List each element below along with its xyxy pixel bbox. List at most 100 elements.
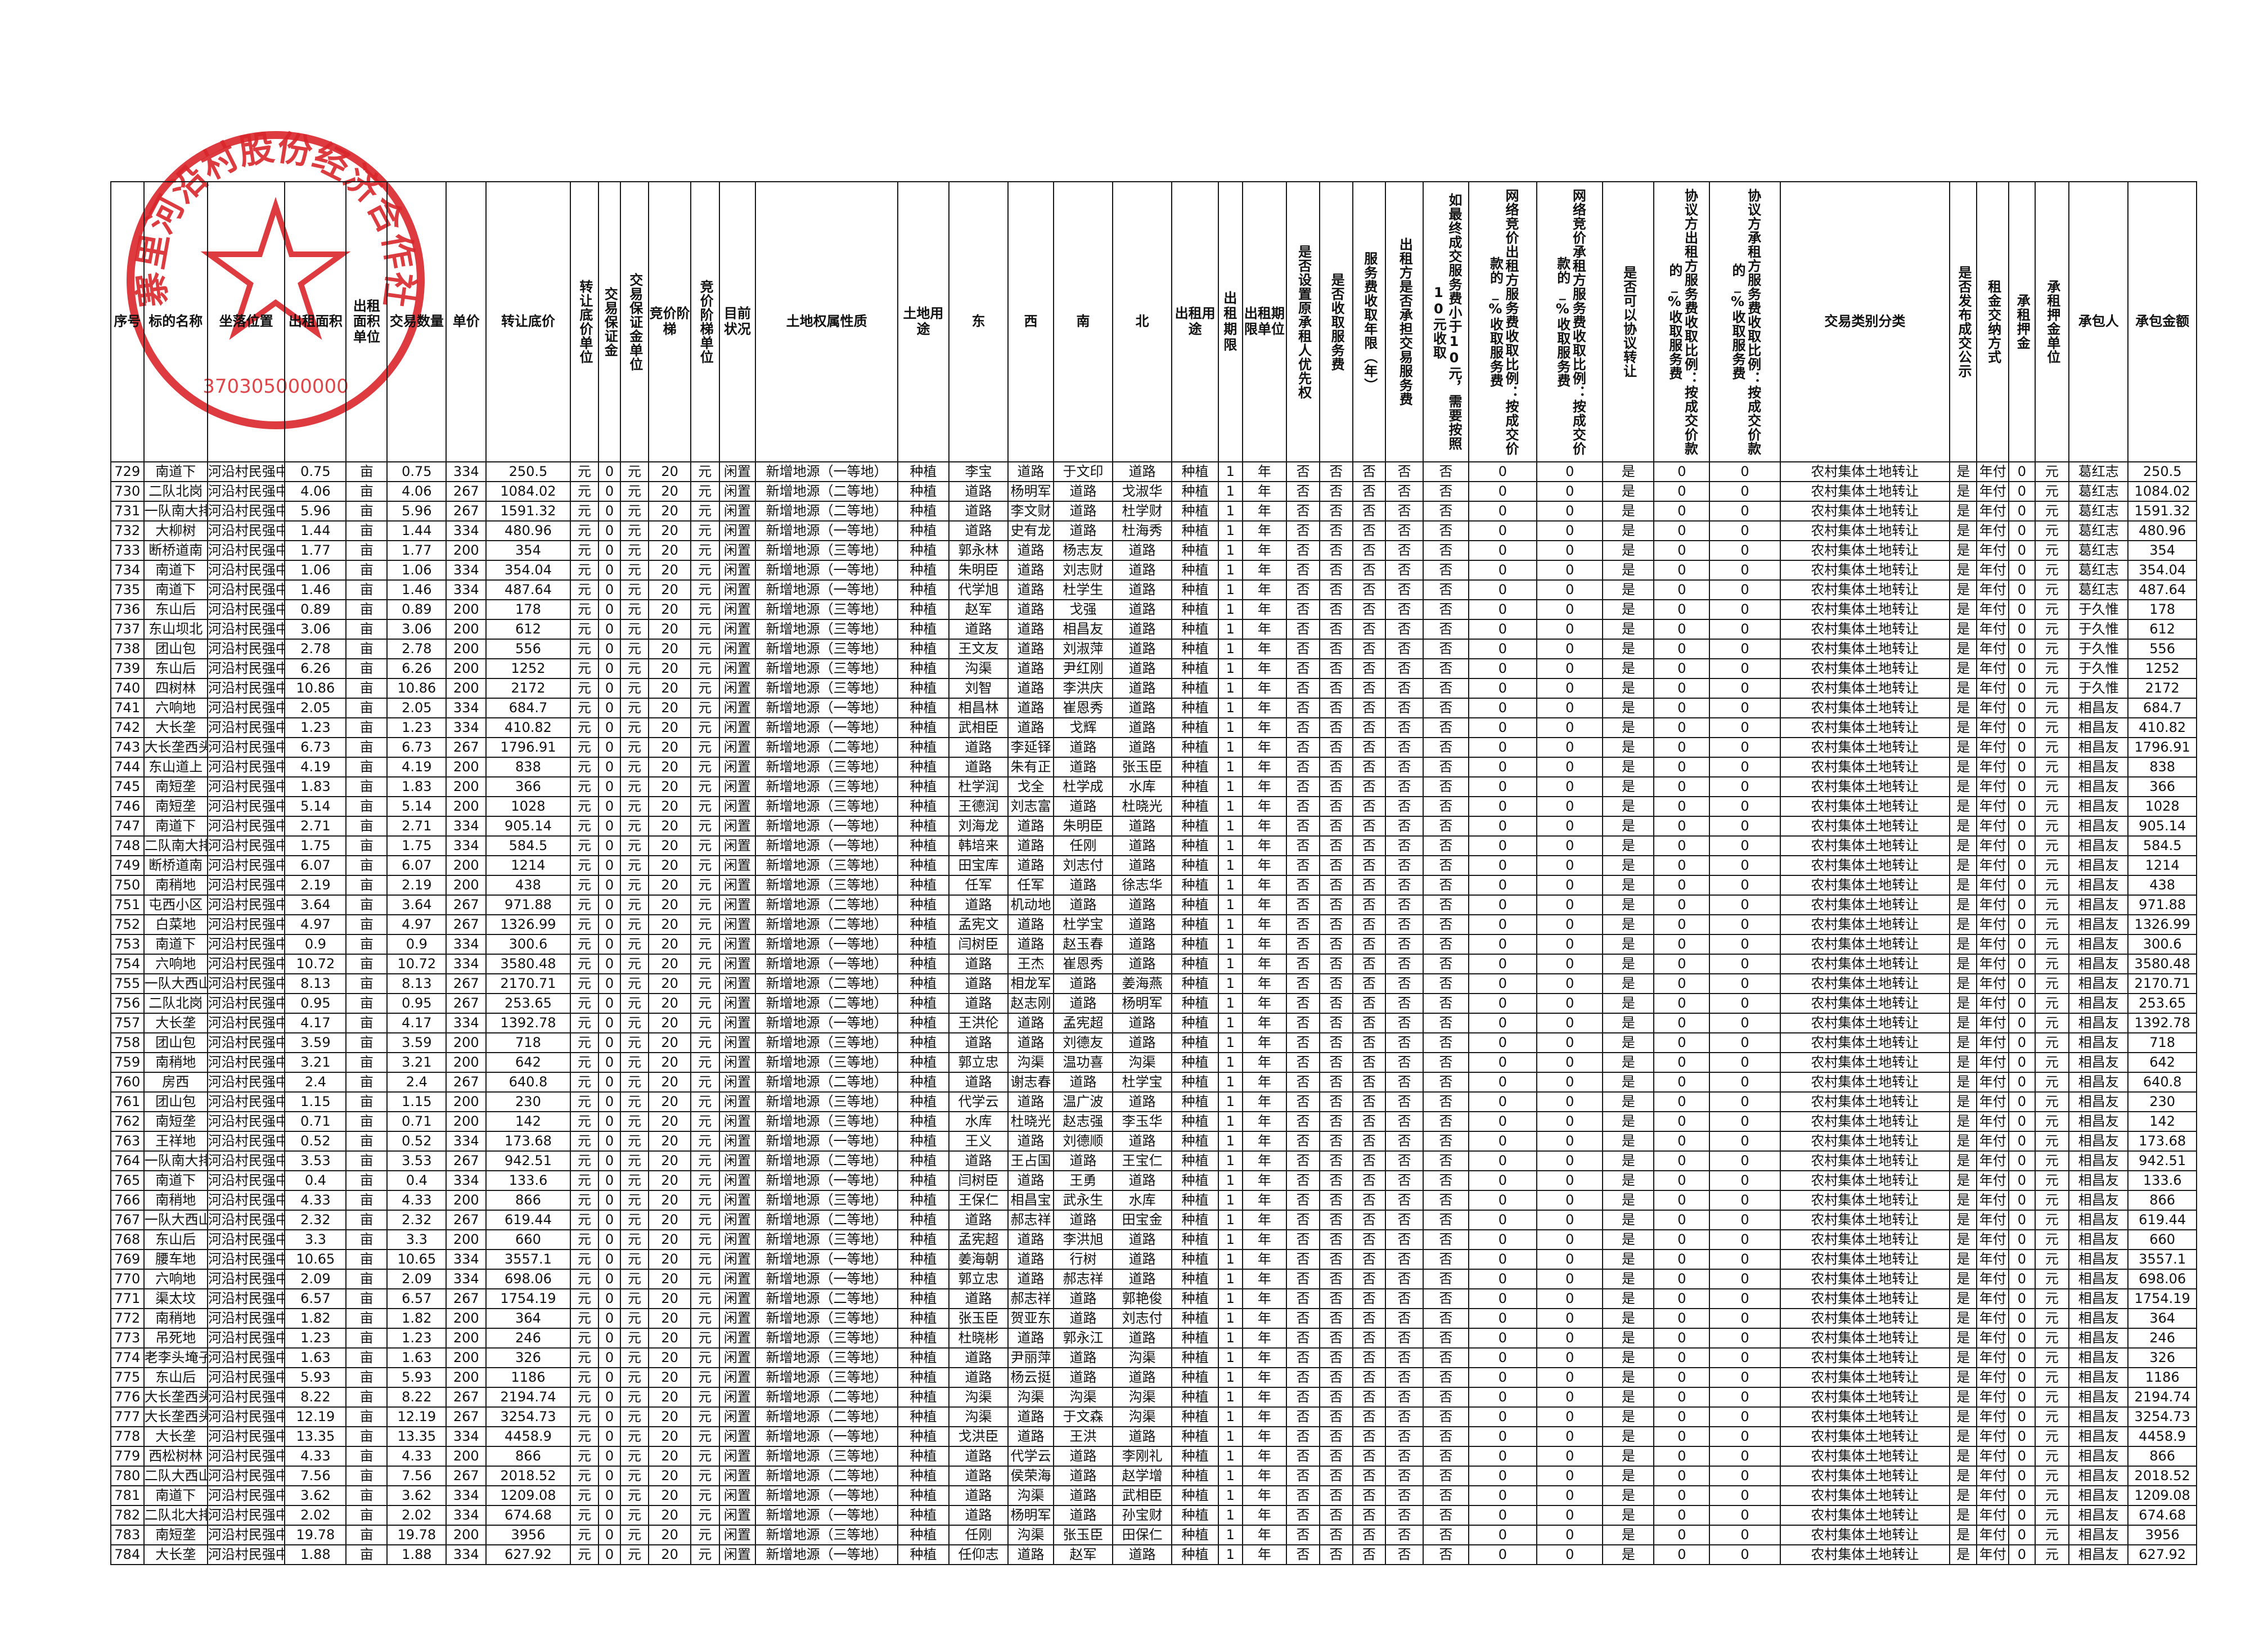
table-cell: 亩 [345,835,388,856]
table-cell: 0 [1653,461,1711,482]
table-cell: 种植 [897,1505,950,1526]
table-cell: 3557.1 [2127,1249,2197,1270]
table-cell: 相昌林 [948,698,1009,718]
table-cell: 河沿村民强中 [206,1052,286,1073]
table-cell: 1.82 [386,1308,447,1329]
table-cell: 0 [1709,1406,1781,1427]
table-cell: 否 [1352,1131,1387,1152]
table-cell: 734 [110,560,145,581]
table-cell: 河沿村民强中 [206,973,286,994]
table-cell: 3.06 [284,619,347,640]
table-cell: 200 [446,1052,487,1073]
table-cell: 142 [2127,1111,2197,1132]
table-cell: 20 [648,1367,692,1388]
table-cell: 赵玉春 [1052,934,1114,955]
table-cell: 道路 [1112,914,1173,935]
table-cell: 道路 [948,895,1009,915]
table-cell: 河沿村民强中 [206,776,286,797]
table-cell: 年 [1241,1013,1288,1033]
table-cell: 种植 [1171,1013,1220,1033]
table-cell: 闲置 [718,540,757,561]
table-cell: 0 [1653,1249,1711,1270]
table-cell: 1.88 [284,1544,347,1565]
table-cell: 否 [1385,1505,1424,1526]
table-cell: 否 [1318,540,1353,561]
table-cell: 3.62 [386,1485,447,1506]
table-cell: 200 [446,540,487,561]
table-cell: 2.4 [284,1072,347,1093]
table-cell: 1 [1218,993,1243,1014]
table-cell: 否 [1385,1288,1424,1309]
table-cell: 1214 [485,855,571,876]
table-cell: 新增地源（三等地） [755,1052,898,1073]
table-cell: 道路 [1112,639,1173,659]
table-cell: 是 [1948,1308,1978,1329]
table-cell: 是 [1602,1032,1655,1053]
table-cell: 否 [1318,717,1353,738]
table-cell: 20 [648,678,692,699]
table-cell: 南道下 [143,461,208,482]
table-cell: 267 [446,1466,487,1486]
table-cell: 种植 [897,1013,950,1033]
table-cell: 王文友 [948,639,1009,659]
table-cell: 1 [1218,658,1243,679]
table-cell: 道路 [948,1210,1009,1230]
table-cell: 0 [1709,1229,1781,1250]
table-cell: 亩 [345,678,388,699]
table-cell: 元 [690,639,720,659]
table-cell: 0 [1536,1249,1604,1270]
table-cell: 元 [2034,934,2070,955]
table-cell: 元 [690,1525,720,1545]
table-cell: 0 [598,1210,621,1230]
table-cell: 农村集体土地转让 [1779,993,1950,1014]
table-cell: 2.32 [386,1210,447,1230]
table-cell: 20 [648,639,692,659]
table-cell: 0 [1709,1387,1781,1408]
table-cell: 0 [1536,599,1604,620]
table-cell: 种植 [897,1072,950,1093]
table-cell: 0 [1653,481,1711,502]
table-cell: 种植 [1171,875,1220,896]
table-cell: 河沿村民强中 [206,579,286,600]
table-cell: 267 [446,993,487,1014]
table-cell: 0 [2008,757,2036,777]
table-cell: 20 [648,599,692,620]
table-cell: 20 [648,560,692,581]
table-cell: 3.62 [284,1485,347,1506]
table-cell: 种植 [897,855,950,876]
table-cell: 否 [1422,776,1469,797]
table-cell: 种植 [897,1328,950,1349]
table-cell: 20 [648,1446,692,1467]
table-cell: 元 [2034,560,2070,581]
table-cell: 戈辉 [1052,717,1114,738]
table-cell: 闲置 [718,560,757,581]
table-cell: 贺亚东 [1007,1308,1054,1329]
column-header: 是否设置原承租人优先权 [1286,181,1320,462]
table-cell: 元 [569,796,600,817]
table-cell: 东山后 [143,1367,208,1388]
table-cell: 否 [1385,1347,1424,1368]
table-cell: 河沿村民强中 [206,1485,286,1506]
table-cell: 1.77 [386,540,447,561]
column-header: 出租面积单位 [345,181,388,462]
table-cell: 否 [1385,914,1424,935]
table-cell: 元 [619,1170,650,1191]
table-cell: 否 [1352,619,1387,640]
table-cell: 闲置 [718,658,757,679]
table-cell: 4458.9 [485,1426,571,1447]
table-cell: 道路 [1007,579,1054,600]
table-cell: 0 [598,1328,621,1349]
table-cell: 5.96 [386,501,447,522]
table-cell: 亩 [345,1328,388,1349]
table-cell: 否 [1286,619,1320,640]
table-cell: 否 [1385,776,1424,797]
table-cell: 0 [1653,1505,1711,1526]
table-cell: 元 [569,1170,600,1191]
table-cell: 元 [619,1328,650,1349]
table-cell: 道路 [1052,1210,1114,1230]
table-cell: 1 [1218,737,1243,758]
table-cell: 道路 [1007,540,1054,561]
table-cell: 7.56 [386,1466,447,1486]
table-cell: 道路 [1112,717,1173,738]
